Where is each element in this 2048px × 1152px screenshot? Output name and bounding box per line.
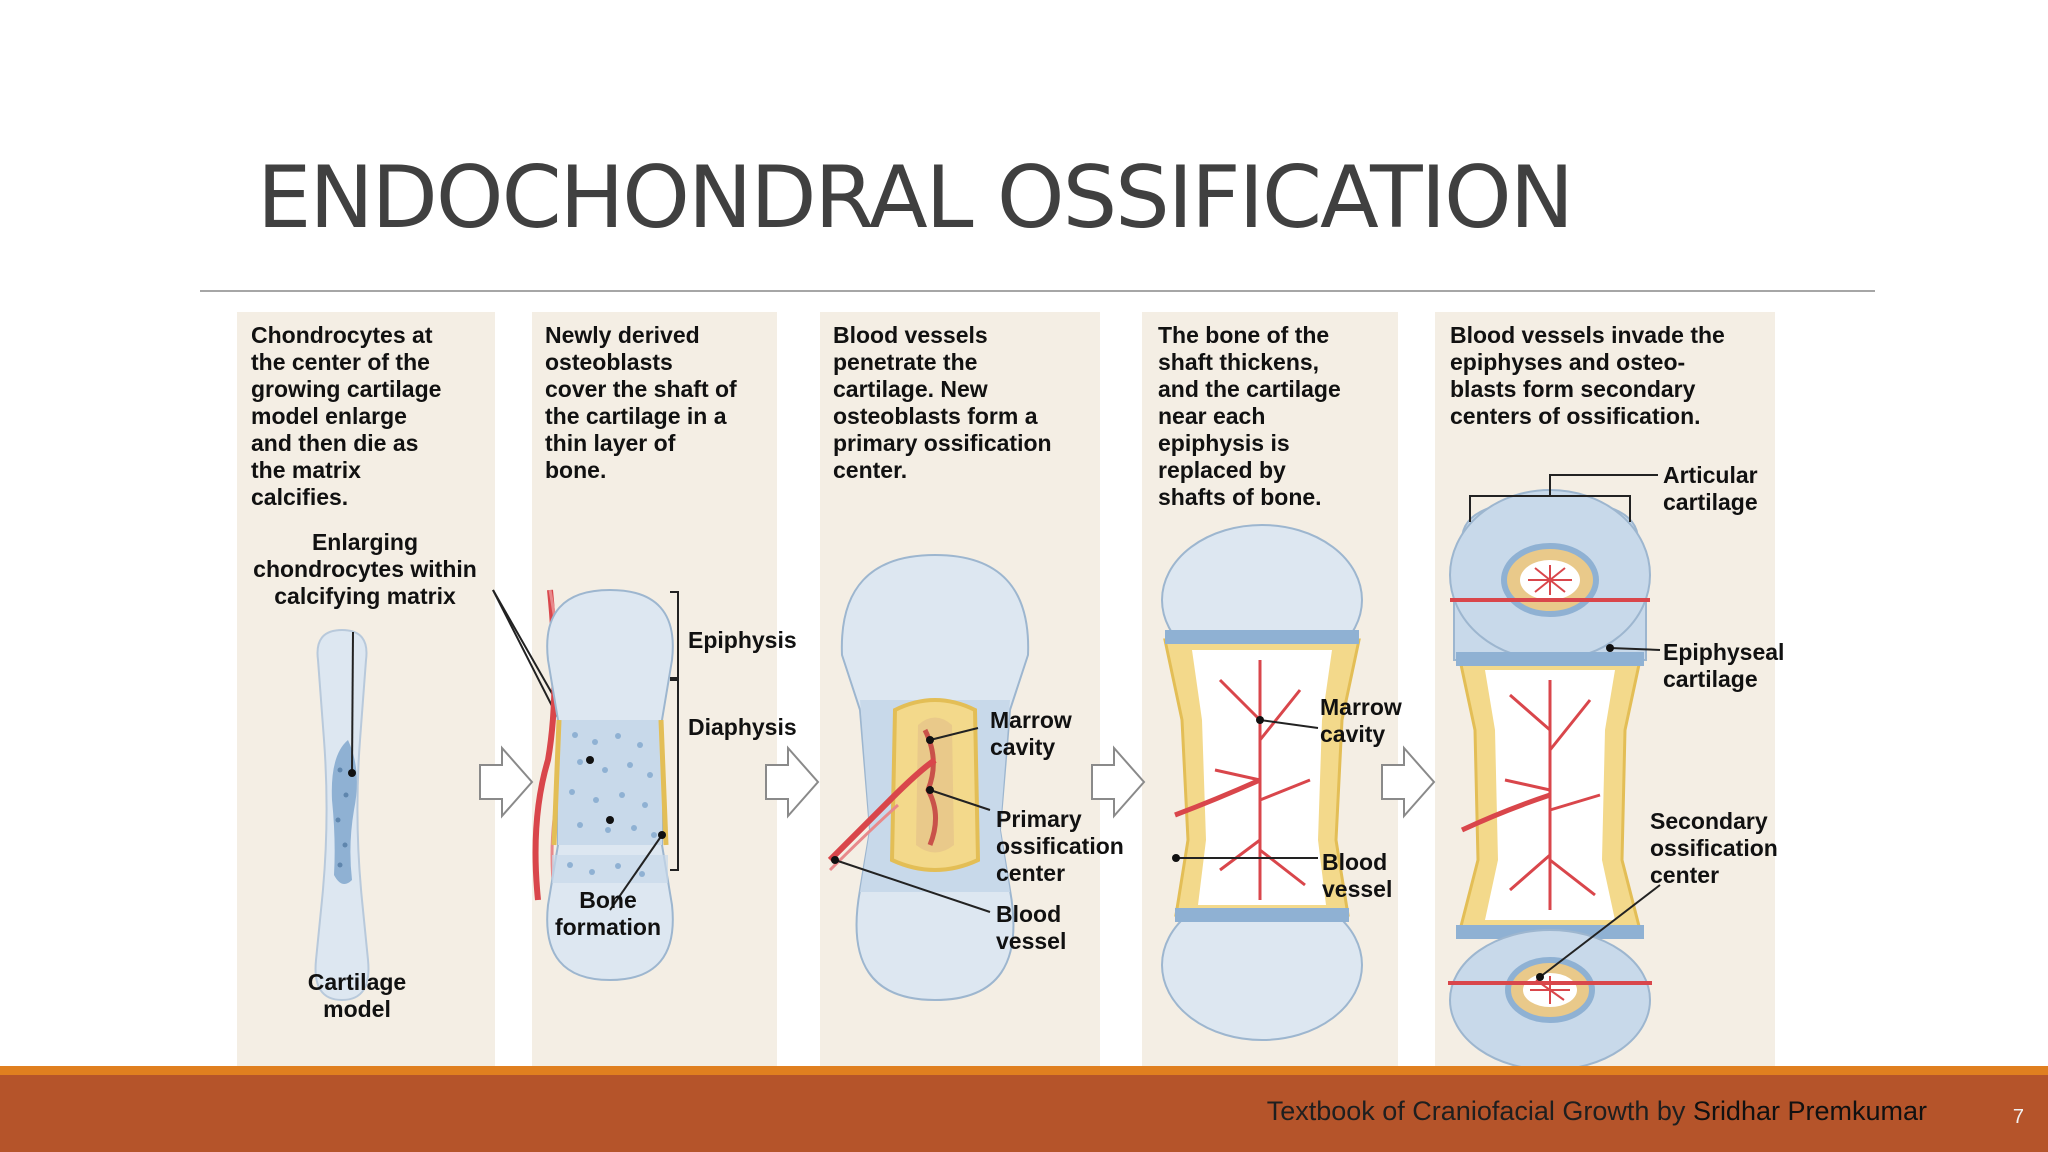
label-epiphyseal-cartilage-line: Epiphyseal [1663, 639, 1784, 665]
label-primary-center-line: center [996, 860, 1065, 886]
label-enlarging-chondrocytes-line: calcifying matrix [274, 583, 456, 609]
label-blood-vessel-4-line: Blood [1322, 849, 1387, 875]
label-blood-vessel-3-line: vessel [996, 928, 1066, 954]
panel-5-caption-line: epiphyses and osteo- [1450, 349, 1685, 375]
label-marrow-cavity-4-line: cavity [1320, 721, 1385, 747]
panel-3-caption-line: Blood vessels [833, 322, 988, 348]
panel-3-caption-line: osteoblasts form a [833, 403, 1038, 429]
label-epiphyseal-cartilage-line: cartilage [1663, 666, 1758, 692]
panel-4-caption-line: shaft thickens, [1158, 349, 1319, 375]
panel-4-caption-line: replaced by [1158, 457, 1286, 483]
footer-accent-line [0, 1066, 2048, 1075]
panel-2-caption-line: Newly derived [545, 322, 700, 348]
panel-2-caption-line: the cartilage in a [545, 403, 727, 429]
stage-arrow-2 [765, 745, 820, 819]
label-enlarging-chondrocytes-line: chondrocytes within [253, 556, 477, 582]
panel-4-caption-line: and the cartilage [1158, 376, 1341, 402]
label-epiphysis: Epiphysis [688, 627, 797, 653]
label-cartilage-model-line: model [323, 996, 391, 1022]
panel-5-caption-line: blasts form secondary [1450, 376, 1696, 402]
label-primary-center-line: Primary [996, 806, 1082, 832]
slide-title: ENDOCHONDRAL OSSIFICATION [257, 148, 1574, 248]
label-blood-vessel-4-line: vessel [1322, 876, 1392, 902]
label-articular-cartilage-line: cartilage [1663, 489, 1758, 515]
shaft-thickening-illustration [1161, 524, 1363, 1041]
label-secondary-center-line: ossification [1650, 835, 1778, 861]
panel-3-caption-line: cartilage. New [833, 376, 988, 402]
panel-4-caption-line: near each [1158, 403, 1265, 429]
label-blood-vessel-3-line: Blood [996, 901, 1061, 927]
panel-1-caption-line: Chondrocytes at [251, 322, 433, 348]
panel-1-caption-line: growing cartilage [251, 376, 441, 402]
label-secondary-center-line: Secondary [1650, 808, 1768, 834]
panel-1-caption-line: the center of the [251, 349, 430, 375]
label-marrow-cavity-4-line: Marrow [1320, 694, 1402, 720]
matrix-dots-panel-2 [567, 732, 657, 877]
label-diaphysis: Diaphysis [688, 714, 797, 740]
stage-arrow-3 [1091, 745, 1146, 819]
bracket-articular [1469, 474, 1658, 522]
panel-3-caption-line: penetrate the [833, 349, 977, 375]
label-articular-cartilage-line: Articular [1663, 462, 1758, 488]
label-primary-center-line: ossification [996, 833, 1124, 859]
footer-source: Textbook of Craniofacial Growth by [1266, 1096, 1686, 1126]
title-divider [200, 290, 1875, 292]
panel-2-caption-line: osteoblasts [545, 349, 673, 375]
stage-arrow-4 [1381, 745, 1436, 819]
panel-4-caption-line: The bone of the [1158, 322, 1329, 348]
panel-2-caption-line: cover the shaft of [545, 376, 737, 402]
footer-bar [0, 1075, 2048, 1152]
panel-1-caption-line: calcifies. [251, 484, 348, 510]
footer-citation: Textbook of Craniofacial Growth by Sridh… [1267, 1096, 1927, 1127]
stage-arrow-1 [479, 745, 534, 819]
bracket-diaphysis [670, 679, 679, 871]
bracket-epiphysis [670, 591, 679, 679]
panel-3-caption-line: primary ossification [833, 430, 1052, 456]
label-marrow-cavity-3-line: Marrow [990, 707, 1072, 733]
panel-1-caption-line: model enlarge [251, 403, 407, 429]
label-bone-formation-line: Bone [579, 887, 637, 913]
label-enlarging-chondrocytes-line: Enlarging [312, 529, 418, 555]
panel-5-caption-line: Blood vessels invade the [1450, 322, 1725, 348]
footer-author: Sridhar Premkumar [1692, 1096, 1927, 1126]
bone-collar-illustration [532, 588, 674, 982]
label-bone-formation-line: formation [555, 914, 661, 940]
label-marrow-cavity-3-line: cavity [990, 734, 1055, 760]
panel-5-caption-line: centers of ossification. [1450, 403, 1701, 429]
panel-2-caption-line: bone. [545, 457, 606, 483]
label-secondary-center-line: center [1650, 862, 1719, 888]
panel-3-caption-line: center. [833, 457, 907, 483]
panel-2-caption-line: thin layer of [545, 430, 676, 456]
primary-ossification-illustration [827, 553, 1030, 1002]
panel-4-caption-line: shafts of bone. [1158, 484, 1322, 510]
page-number: 7 [2012, 1106, 2024, 1128]
cartilage-model-illustration [314, 628, 370, 1002]
panel-1-caption-line: the matrix [251, 457, 361, 483]
secondary-ossification-illustration [1448, 489, 1652, 1070]
label-cartilage-model-line: Cartilage [308, 969, 406, 995]
panel-4-caption-line: epiphysis is [1158, 430, 1290, 456]
panel-1-caption-line: and then die as [251, 430, 418, 456]
